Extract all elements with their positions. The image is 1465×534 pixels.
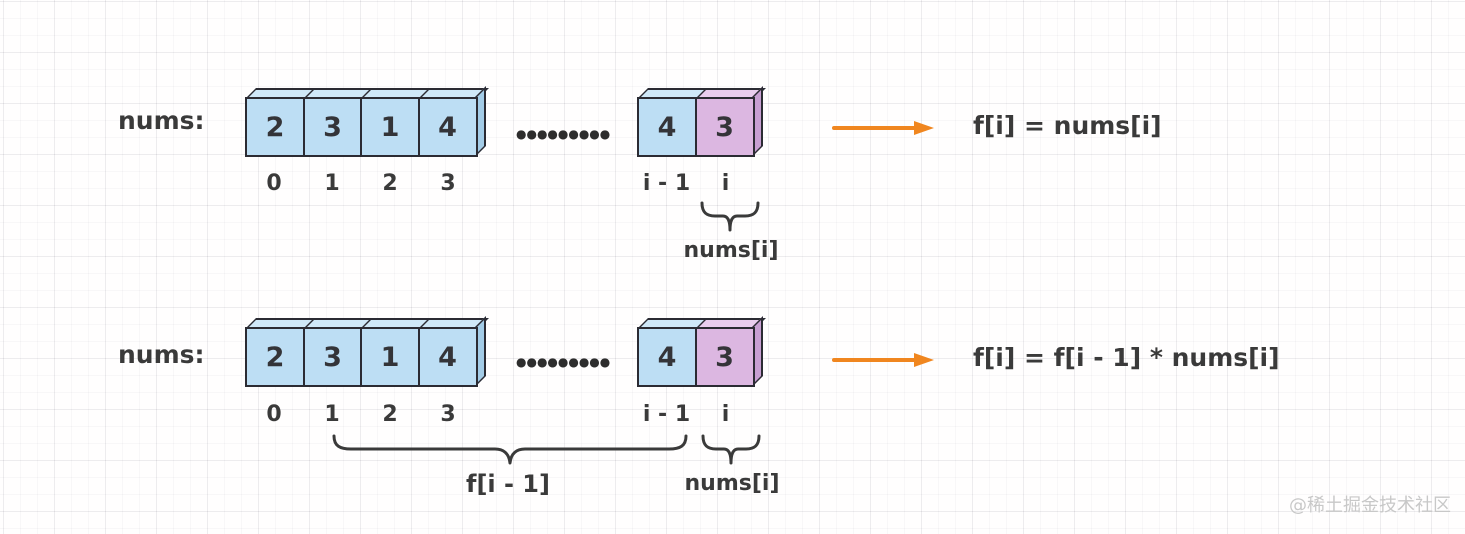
row1-pair-index-row: i - 1 i — [637, 172, 755, 196]
row2-nums-label: nums: — [118, 340, 205, 369]
array-cell: 3 — [302, 97, 363, 157]
row2-array: 2 3 1 4 — [245, 316, 489, 387]
cell-value: 4 — [657, 341, 677, 373]
index-label: 2 — [382, 171, 398, 196]
ellipsis-dots: ●●●●●●●●● — [516, 355, 611, 369]
array-cell-highlighted: 3 — [694, 327, 755, 387]
array-cell-highlighted: 3 — [694, 97, 755, 157]
row2-numsi-label: nums[i] — [684, 471, 780, 496]
cell-value: 1 — [380, 111, 400, 143]
array-cell: 2 — [245, 97, 305, 157]
cell-value: 4 — [657, 111, 677, 143]
arrow-right-icon — [832, 353, 934, 367]
row2-pair-index-row: i - 1 i — [637, 403, 755, 427]
row1-index-row: 0 1 2 3 — [245, 172, 477, 196]
index-label: i — [721, 171, 730, 196]
cell-value: 3 — [715, 341, 734, 373]
cell-value: 4 — [438, 111, 457, 143]
underbrace-icon — [700, 201, 760, 232]
array-cell: 2 — [245, 327, 305, 387]
arrow-right-icon — [832, 121, 934, 135]
row2-pair-array: 4 3 — [637, 316, 766, 387]
cell-value: 3 — [715, 111, 734, 143]
cell-value: 3 — [323, 341, 342, 373]
cell-value: 3 — [323, 111, 342, 143]
row2-fi1-label: f[i - 1] — [466, 470, 550, 498]
row1-nums-label: nums: — [118, 106, 205, 135]
row2-index-row: 0 1 2 3 — [245, 403, 477, 427]
row1-numsi-label: nums[i] — [683, 238, 779, 263]
index-label: 0 — [266, 402, 282, 427]
index-label: 1 — [324, 171, 340, 196]
cell-value: 2 — [265, 341, 285, 373]
watermark: @稀土掘金技术社区 — [1289, 495, 1451, 516]
index-label: 2 — [382, 402, 398, 427]
index-label: 3 — [440, 171, 456, 196]
cell-value: 4 — [438, 341, 457, 373]
array-cell: 3 — [302, 327, 363, 387]
index-label: i — [721, 402, 730, 427]
ellipsis-dots: ●●●●●●●●● — [516, 127, 611, 141]
array-cell: 1 — [360, 327, 420, 387]
index-label: 1 — [324, 402, 340, 427]
row2-formula: f[i] = f[i - 1] * nums[i] — [973, 343, 1280, 372]
index-label: 3 — [440, 402, 456, 427]
range-underbrace-icon — [332, 434, 688, 465]
array-cell: 1 — [360, 97, 420, 157]
row1-array: 2 3 1 4 — [245, 86, 489, 157]
array-cell: 4 — [417, 327, 478, 387]
index-label: i - 1 — [642, 402, 691, 427]
cell-value: 2 — [265, 111, 285, 143]
index-label: 0 — [266, 171, 282, 196]
array-cell: 4 — [417, 97, 478, 157]
row1-formula: f[i] = nums[i] — [973, 111, 1162, 140]
index-label: i - 1 — [642, 171, 691, 196]
array-cell: 4 — [637, 327, 697, 387]
cell-value: 1 — [380, 341, 400, 373]
underbrace-icon — [701, 434, 761, 465]
row1-pair-array: 4 3 — [637, 86, 766, 157]
array-cell: 4 — [637, 97, 697, 157]
